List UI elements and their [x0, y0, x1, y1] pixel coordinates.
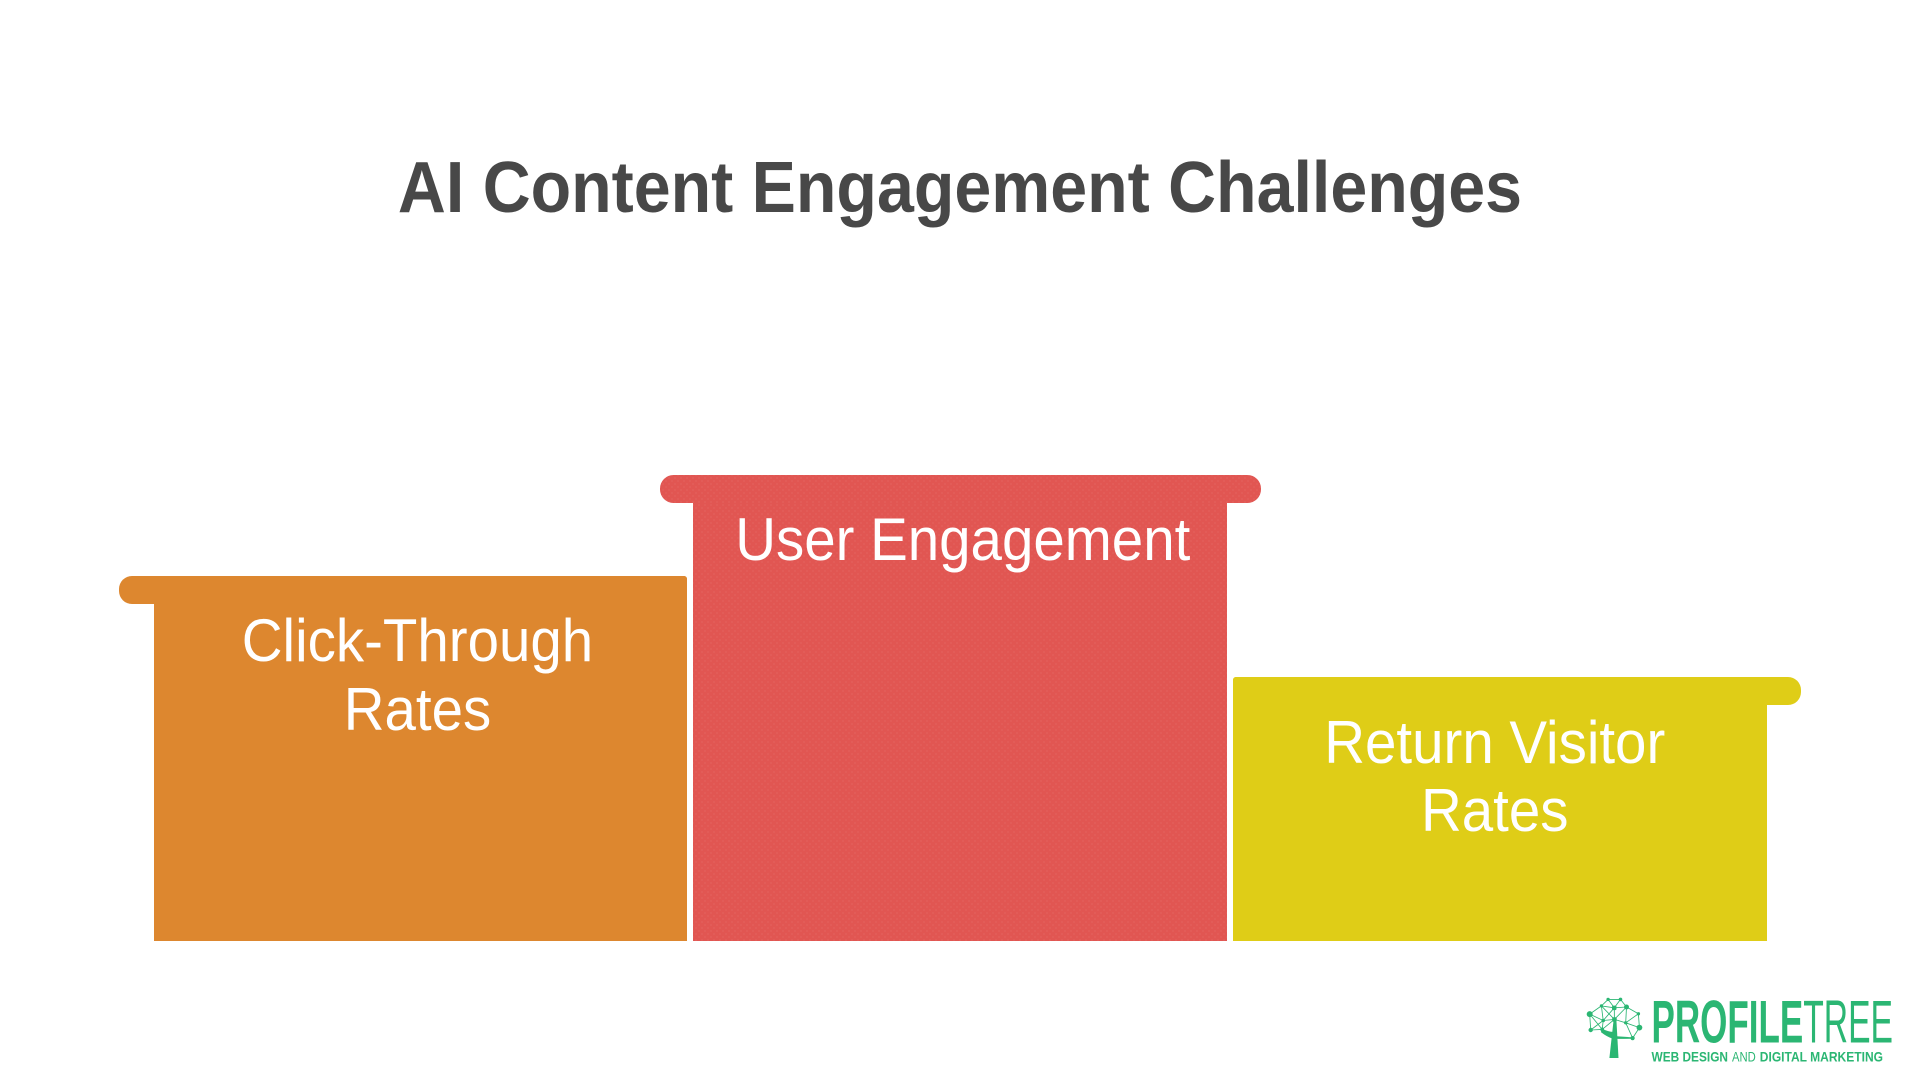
svg-text:AND: AND: [1732, 1049, 1756, 1064]
svg-text:PROFILE: PROFILE: [1652, 993, 1804, 1055]
svg-text:WEB DESIGN: WEB DESIGN: [1652, 1049, 1729, 1064]
svg-text:TREE: TREE: [1803, 993, 1893, 1055]
svg-text:DIGITAL MARKETING: DIGITAL MARKETING: [1760, 1049, 1883, 1064]
